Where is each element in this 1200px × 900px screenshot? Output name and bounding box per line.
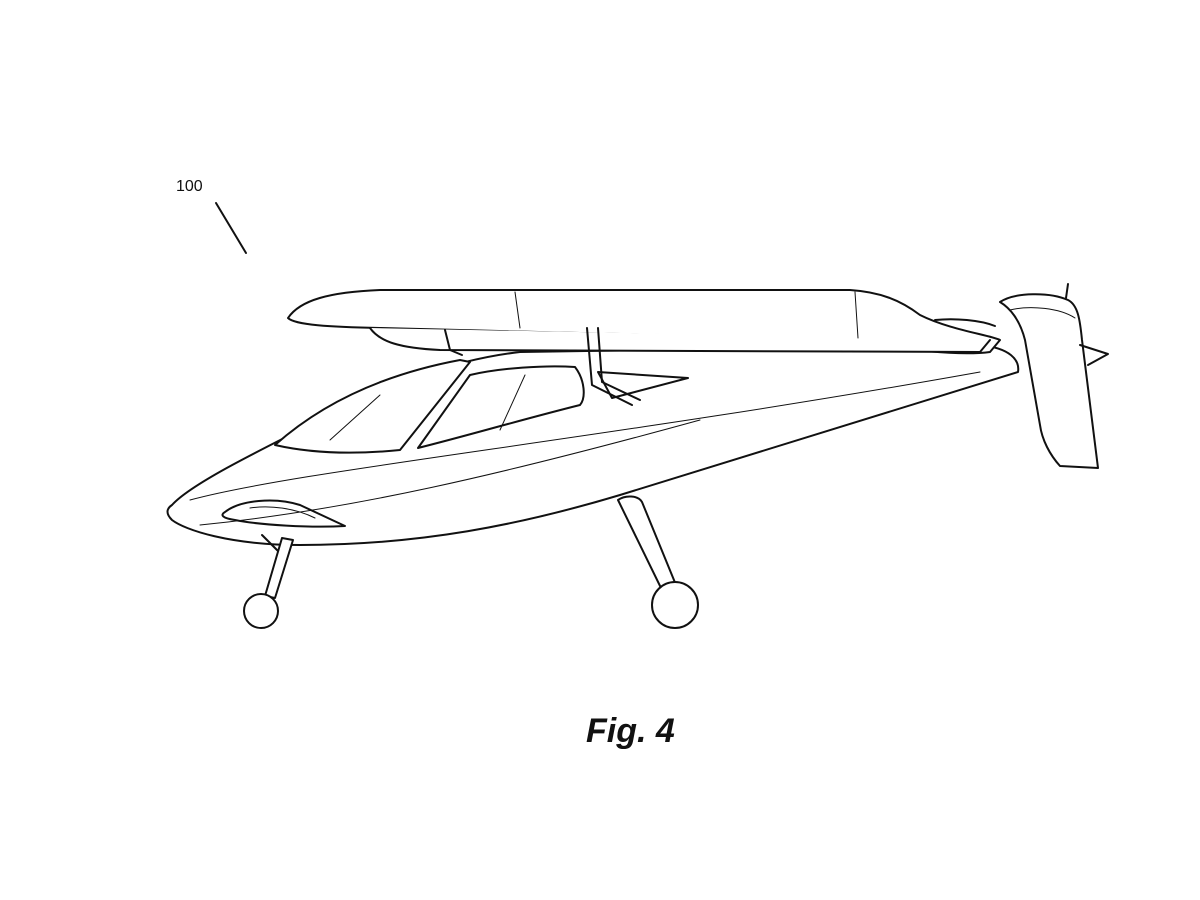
nose-landing-gear (243, 537, 294, 629)
wing-struts (444, 327, 641, 406)
wing (287, 289, 1001, 355)
tail-fin (999, 283, 1109, 469)
figure-caption: Fig. 4 (586, 712, 675, 750)
reference-leader-line (215, 202, 247, 254)
main-landing-gear (617, 495, 699, 629)
fuselage (166, 344, 1020, 556)
reference-numeral: 100 (176, 178, 203, 195)
